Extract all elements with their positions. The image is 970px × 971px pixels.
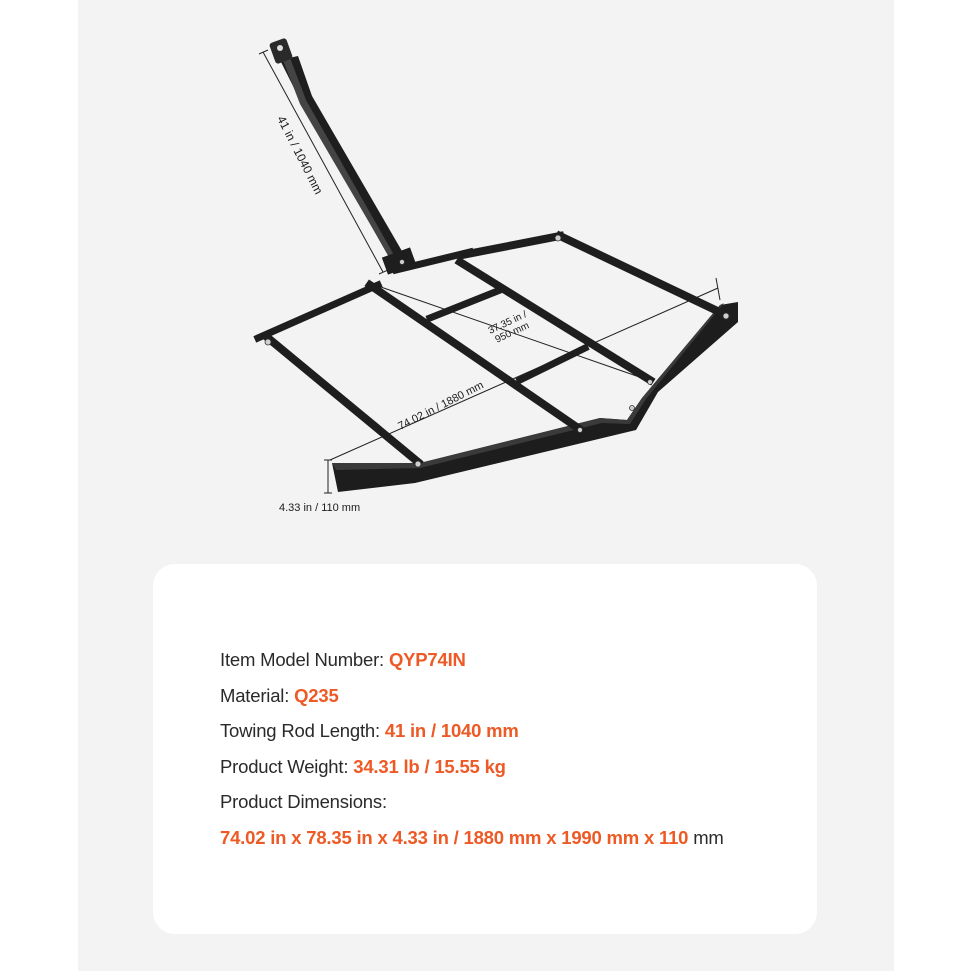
spec-model-value: QYP74IN [388,649,466,670]
frame-rails [253,230,734,468]
spec-rod-label: Towing Rod Length: [220,720,385,741]
towing-rod [269,38,417,275]
front-blade [332,302,738,492]
spec-weight-label: Product Weight: [220,755,354,777]
spec-dimensions-label: Product Dimensions: [220,791,387,812]
spec-rod-value: 41 in / 1040 mm [384,720,519,741]
dimension-lines [258,49,721,494]
spec-weight-value: 34.31 lb / 15.55 kg [353,755,506,777]
spec-model-label: Item Model Number: [220,649,389,670]
spec-model: Item Model Number: QYP74IN [220,642,724,678]
spec-weight: Product Weight: 34.31 lb / 15.55 kg [220,749,724,785]
spec-material-value: Q235 [294,684,339,706]
spec-dimensions-value: 74.02 in x 78.35 in x 4.33 in / 1880 mm … [220,826,694,848]
specs-card: Item Model Number: QYP74IN Material: Q23… [153,564,817,934]
specs-list: Item Model Number: QYP74IN Material: Q23… [220,642,724,855]
blade-height-label: 4.33 in / 110 mm [279,502,361,514]
spec-rod-length: Towing Rod Length: 41 in / 1040 mm [220,713,724,749]
bolts [264,234,730,468]
spec-dimensions-unit: mm [693,826,724,848]
spec-dimensions: 74.02 in x 78.35 in x 4.33 in / 1880 mm … [220,820,724,856]
spec-material-label: Material: [220,684,295,706]
drag-harrow-frame-illustration [253,38,738,494]
spec-dimensions-heading: Product Dimensions: [220,784,724,820]
spec-material: Material: Q235 [220,678,724,714]
product-figure: 41 in / 1040 mm 37.35 in / 950 mm 74.02 … [253,38,738,514]
